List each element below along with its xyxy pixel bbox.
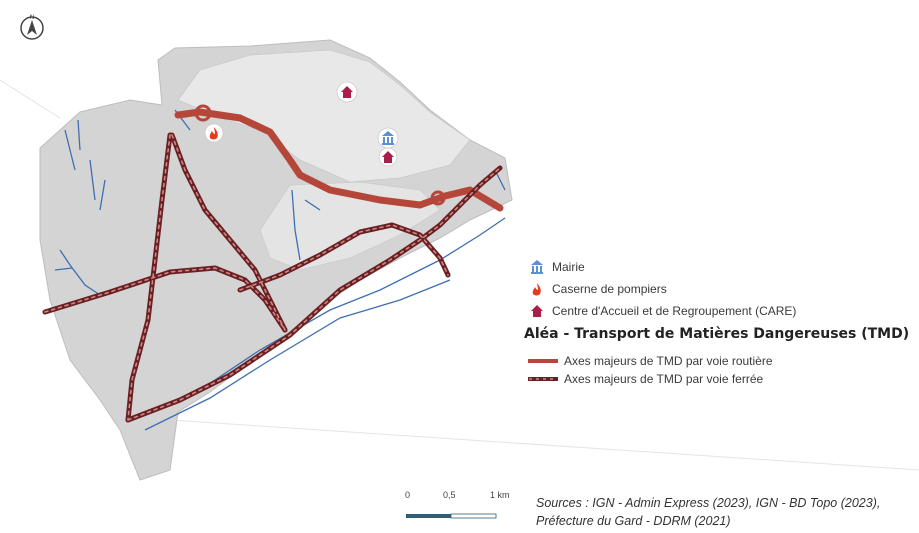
legend-label: Axes majeurs de TMD par voie ferrée: [564, 372, 764, 386]
fire-icon: [528, 281, 546, 297]
scale-bar-graphic: [406, 513, 497, 519]
legend-item-road-axis: Axes majeurs de TMD par voie routière: [528, 352, 913, 370]
care-marker: [378, 147, 398, 167]
scale-bar: 0 0,5 1 km: [400, 490, 520, 526]
fire-icon: [209, 127, 218, 140]
house-icon: [382, 151, 394, 163]
legend-label: Caserne de pompiers: [552, 282, 667, 296]
legend: Mairie Caserne de pompiers Centre d'Accu…: [524, 256, 913, 388]
fire-station-marker: [204, 123, 224, 143]
sources-note: Sources : IGN - Admin Express (2023), IG…: [536, 496, 881, 528]
legend-label: Axes majeurs de TMD par voie routière: [564, 354, 773, 368]
town-hall-icon: [382, 131, 394, 145]
scale-label-end: 1 km: [490, 490, 510, 500]
house-icon: [341, 86, 353, 98]
road-line-symbol: [528, 358, 558, 364]
svg-text:N: N: [30, 14, 35, 21]
legend-item-care: Centre d'Accueil et de Regroupement (CAR…: [528, 300, 913, 322]
house-icon: [528, 303, 546, 319]
rail-tmd-axes: [42, 132, 503, 423]
legend-label: Centre d'Accueil et de Regroupement (CAR…: [552, 304, 797, 318]
scale-label-mid: 0,5: [443, 490, 456, 500]
road-tmd-axis: [174, 108, 504, 212]
legend-title: Aléa - Transport de Matières Dangereuses…: [524, 326, 910, 342]
roundabout: [194, 104, 212, 122]
town-hall-marker: [377, 127, 399, 149]
north-arrow: N: [18, 14, 46, 47]
rail-line-symbol: [528, 376, 558, 382]
legend-label: Mairie: [552, 260, 585, 274]
legend-item-rail-axis: Axes majeurs de TMD par voie ferrée: [528, 370, 913, 388]
care-marker: [336, 81, 358, 103]
legend-item-fire-station: Caserne de pompiers: [528, 278, 913, 300]
legend-item-mairie: Mairie: [528, 256, 913, 278]
scale-label-0: 0: [405, 490, 411, 500]
roundabout: [430, 190, 446, 206]
north-arrow-icon: N: [20, 14, 44, 40]
town-hall-icon: [528, 259, 546, 275]
